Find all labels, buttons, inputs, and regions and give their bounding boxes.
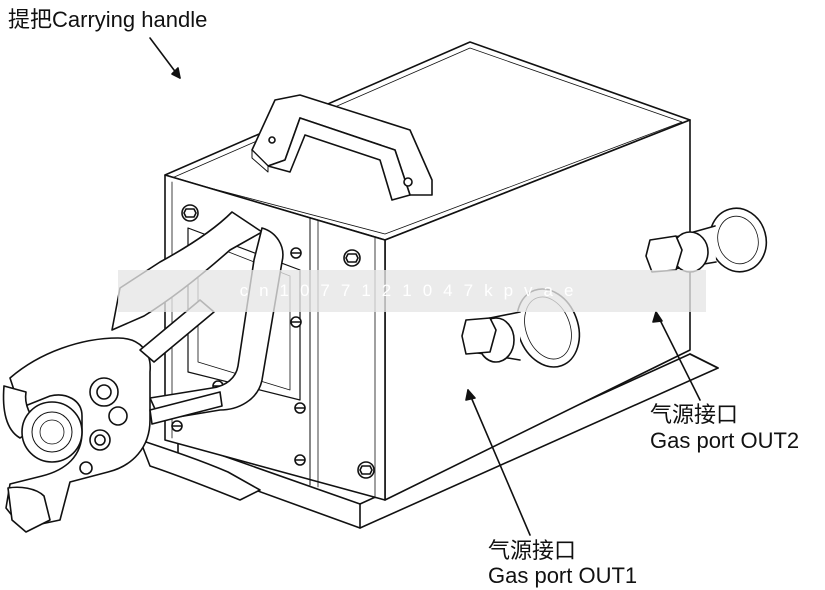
carrying-handle-label: 提把Carrying handle [8,2,207,34]
screws [171,204,375,479]
gas-port-out1-label-zh: 气源接口 [488,539,577,564]
gas-out2-arrowhead [652,311,663,323]
watermark-text: cn1077121047kpvae [239,281,585,300]
gas-port-out2-label-zh: 气源接口 [650,403,739,428]
gas-port-out1-label-en: Gas port OUT1 [488,563,638,588]
gas-port-out2-label-en: Gas port OUT2 [650,428,800,453]
leader-arrows [149,37,701,536]
carrying-handle-label-en: Carrying handle [52,7,208,32]
watermark-band: cn1077121047kpvae [118,270,706,312]
gas-out1-arrowhead [465,389,476,401]
gas-out2-leader [655,311,701,401]
carrying-handle-arrowhead [171,67,181,79]
carrying-handle-label-zh: 提把 [8,8,53,33]
gas-out1-leader [467,389,531,536]
carrying-handle [251,94,433,201]
